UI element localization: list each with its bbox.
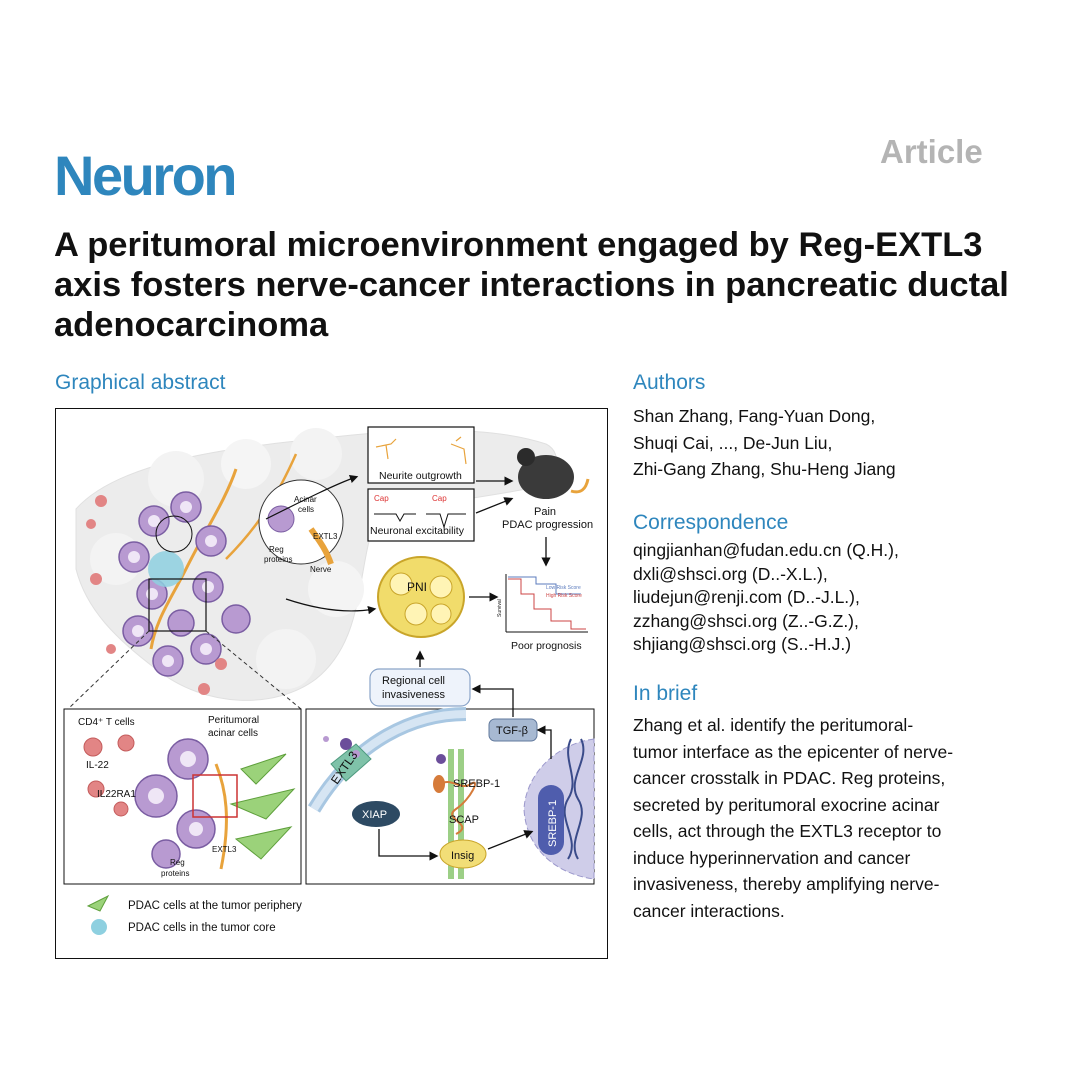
label-reg-b2: proteins <box>161 869 189 878</box>
email-link[interactable]: qingjianhan@fudan.edu.cn (Q.H.), <box>633 540 899 560</box>
label-insig: Insig <box>451 850 474 862</box>
label-peritumoral1: Peritumoral <box>208 715 259 726</box>
label-peritumoral2: acinar cells <box>208 728 258 739</box>
label-reg: Reg <box>269 545 284 554</box>
label-survival: Survival <box>497 599 503 617</box>
legend-periphery: PDAC cells at the tumor periphery <box>128 900 302 912</box>
label-poor-prognosis: Poor prognosis <box>511 640 582 652</box>
in-brief-heading: In brief <box>633 682 698 705</box>
journal-name: Neuron <box>54 144 238 207</box>
label-reg-b1: Reg <box>170 858 185 867</box>
nerve-fiber <box>149 468 238 650</box>
brief-line: cancer interactions. <box>633 900 785 921</box>
label-reg2: proteins <box>264 555 292 564</box>
label-acinar2: cells <box>298 505 314 514</box>
regional-invasiveness-box <box>369 668 471 707</box>
pni-illustration <box>377 556 465 638</box>
correspondence-heading: Correspondence <box>633 511 789 534</box>
label-regional2: invasiveness <box>382 689 445 701</box>
brief-line: tumor interface as the epicenter of nerv… <box>633 741 954 762</box>
brief-line: cancer crosstalk in PDAC. Reg proteins, <box>633 768 946 788</box>
brief-line: induce hyperinnervation and cancer <box>633 847 911 868</box>
graphical-abstract-figure: Acinar cells EXTL3 Reg proteins Nerve Ne… <box>55 408 608 959</box>
label-xiap: XIAP <box>362 809 387 821</box>
label-pdac-progression: PDAC progression <box>502 519 593 531</box>
label-regional1: Regional cell <box>382 675 445 687</box>
xiap-node <box>352 801 400 827</box>
article-type: Article <box>880 133 983 170</box>
label-excitability: Neuronal excitability <box>370 525 465 537</box>
correspondence-list: qingjianhan@fudan.edu.cn (Q.H.), dxli@sh… <box>633 539 1053 657</box>
excitability-box <box>367 488 475 542</box>
author-line: Shuqi Cai, ..., De-Jun Liu, <box>633 432 833 453</box>
email-link[interactable]: liudejun@renji.com (D..-J.L.), <box>633 587 860 607</box>
email-link[interactable]: zzhang@shsci.org (Z..-G.Z.), <box>633 610 859 631</box>
brief-line: invasiveness, thereby amplifying nerve- <box>633 874 940 894</box>
neurite-box <box>367 426 475 484</box>
mouse-illustration <box>518 455 574 499</box>
author-line: Zhi-Gang Zhang, Shu-Heng Jiang <box>633 459 896 479</box>
label-high-risk: High Risk Score <box>546 593 582 599</box>
authors-heading: Authors <box>633 371 706 394</box>
label-low-risk: Low Risk Score <box>546 585 581 591</box>
brief-line: cells, act through the EXTL3 receptor to <box>633 821 942 841</box>
legend-core-icon <box>91 919 107 935</box>
label-neurite: Neurite outgrowth <box>379 470 462 482</box>
label-srebp1-nuc: SREBP-1 <box>547 800 559 847</box>
brief-line: secreted by peritumoral exocrine acinar <box>633 794 940 815</box>
label-srebp1: SREBP-1 <box>453 778 500 790</box>
label-nerve: Nerve <box>310 565 332 574</box>
in-brief-text: Zhang et al. identify the peritumoral- t… <box>633 712 1003 924</box>
label-cap2: Cap <box>432 494 447 503</box>
label-il22: IL-22 <box>86 760 109 771</box>
label-tgfb: TGF-β <box>496 725 528 737</box>
email-link[interactable]: dxli@shsci.org (D..-X.L.), <box>633 563 828 584</box>
label-pni: PNI <box>407 580 427 594</box>
brief-line: Zhang et al. identify the peritumoral- <box>633 715 914 735</box>
legend-periphery-icon <box>86 894 110 912</box>
label-scap: SCAP <box>449 814 479 826</box>
author-line: Shan Zhang, Fang-Yuan Dong, <box>633 406 876 426</box>
graphical-abstract-svg: Acinar cells EXTL3 Reg proteins Nerve Ne… <box>63 426 595 935</box>
legend-core: PDAC cells in the tumor core <box>128 922 276 934</box>
insig-node <box>439 839 487 869</box>
graphical-abstract-heading: Graphical abstract <box>55 371 226 394</box>
label-il22ra1: IL22RA1 <box>97 789 136 800</box>
label-pain: Pain <box>534 506 556 518</box>
label-cd4: CD4⁺ T cells <box>78 717 135 728</box>
survival-plot <box>505 574 588 633</box>
authors-list: Shan Zhang, Fang-Yuan Dong, Shuqi Cai, .… <box>633 403 1033 483</box>
label-extl3-b: EXTL3 <box>212 845 237 854</box>
tumor-core <box>148 551 184 587</box>
zoom-box <box>148 578 207 632</box>
email-link[interactable]: shjiang@shsci.org (S..-H.J.) <box>633 634 852 654</box>
label-extl3-small: EXTL3 <box>313 532 338 541</box>
article-title: A peritumoral microenvironment engaged b… <box>54 226 1009 344</box>
label-cap1: Cap <box>374 494 389 503</box>
t-cells <box>86 495 227 695</box>
